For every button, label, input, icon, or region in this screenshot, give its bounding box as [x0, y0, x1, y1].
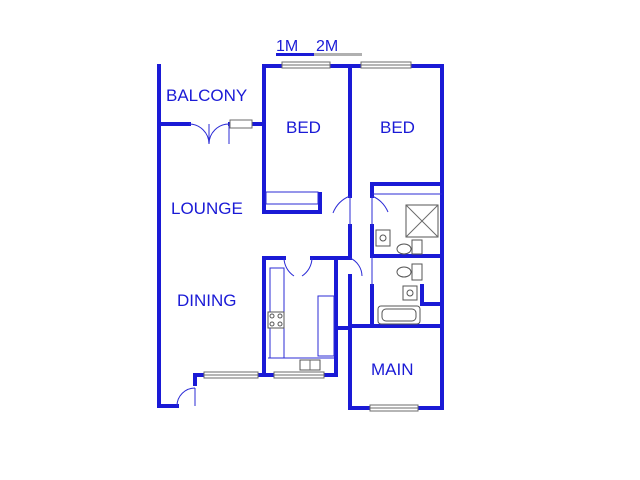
room-label-dining: DINING [177, 291, 237, 310]
room-label-bed-1: BED [286, 118, 321, 137]
door-wc [349, 256, 373, 286]
wc-toilet-icon [396, 266, 412, 278]
door-kitchen [283, 257, 313, 277]
scale-bar: 1M 2M [276, 38, 362, 56]
windows [203, 61, 419, 412]
window-balcony [229, 119, 253, 129]
toilet-cistern-icon [411, 239, 423, 255]
room-labels: BALCONY BED BED LOUNGE DINING MAIN [166, 86, 415, 379]
balcony-french-door [188, 123, 230, 145]
interior-walls [157, 64, 444, 377]
toilet-icon [396, 243, 412, 255]
bed-1-cupboard [265, 191, 319, 205]
room-label-bed-2: BED [380, 118, 415, 137]
kitchen-counter-right [317, 295, 335, 357]
scale-segment-dark [276, 53, 314, 56]
wc-cistern-icon [411, 263, 423, 281]
scale-segment-light [314, 53, 362, 56]
scale-label-1m: 1M [276, 38, 298, 55]
doors [176, 123, 389, 407]
door-bed-1 [332, 195, 351, 226]
room-label-balcony: BALCONY [166, 86, 247, 105]
door-bath [371, 195, 389, 226]
entrance-door [176, 387, 196, 407]
scale-label-2m: 2M [316, 38, 338, 55]
room-label-lounge: LOUNGE [171, 199, 243, 218]
fixtures [267, 204, 439, 371]
room-label-main: MAIN [371, 360, 414, 379]
